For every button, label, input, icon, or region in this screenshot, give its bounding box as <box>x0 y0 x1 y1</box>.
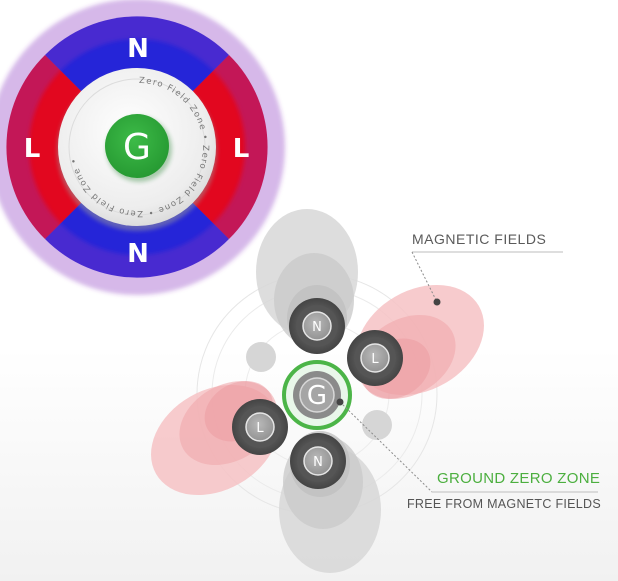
magnet-bottom: N <box>290 433 346 489</box>
magnet-left-label: L <box>256 421 264 436</box>
left-lateral-label: L <box>24 134 41 164</box>
magnetic-fields-leader <box>411 251 438 303</box>
ground-zero-center: G <box>282 360 352 430</box>
magnet-diagram: N L L N G <box>151 209 598 573</box>
magnet-left: L <box>232 399 288 455</box>
magnet-top-label: N <box>312 320 322 335</box>
magnet-bottom-label: N <box>313 455 323 470</box>
right-lateral-label: L <box>233 134 250 164</box>
magnet-top: N <box>289 298 345 354</box>
ground-zero-zone-subtitle: FREE FROM MAGNETC FIELDS <box>407 497 602 511</box>
ground-circle <box>105 114 169 178</box>
north-bottom-label: N <box>127 239 149 269</box>
ground-label: G <box>123 127 151 168</box>
ring-blend <box>0 0 285 295</box>
north-top-label: N <box>127 34 149 64</box>
ground-zero-leader <box>339 401 433 493</box>
ground-zero-zone-title: GROUND ZERO ZONE <box>437 470 601 487</box>
gap-dot-right <box>362 410 392 440</box>
ground-zero-label: G <box>307 381 327 411</box>
magnetic-fields-dot <box>433 298 441 306</box>
inner-disc-rim <box>68 78 206 216</box>
gap-dot-left <box>246 342 276 372</box>
magnet-right-label: L <box>371 352 379 367</box>
ground-zero-dot <box>336 398 344 406</box>
magnet-right: L <box>347 330 403 386</box>
field-ring <box>0 0 285 295</box>
magnetic-fields-label: MAGNETIC FIELDS <box>412 231 547 247</box>
